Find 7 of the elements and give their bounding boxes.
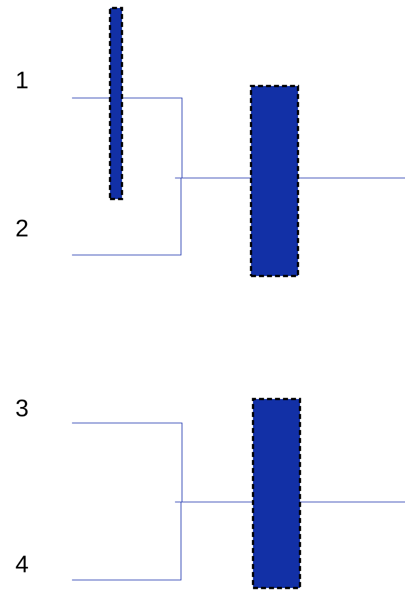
bar — [252, 398, 302, 590]
seed-number: 4 — [16, 556, 28, 572]
bar — [108, 6, 124, 200]
seed-number: 2 — [16, 220, 28, 236]
bar — [250, 84, 300, 278]
seed-number: 3 — [16, 400, 28, 416]
seed-number: 1 — [17, 72, 28, 88]
